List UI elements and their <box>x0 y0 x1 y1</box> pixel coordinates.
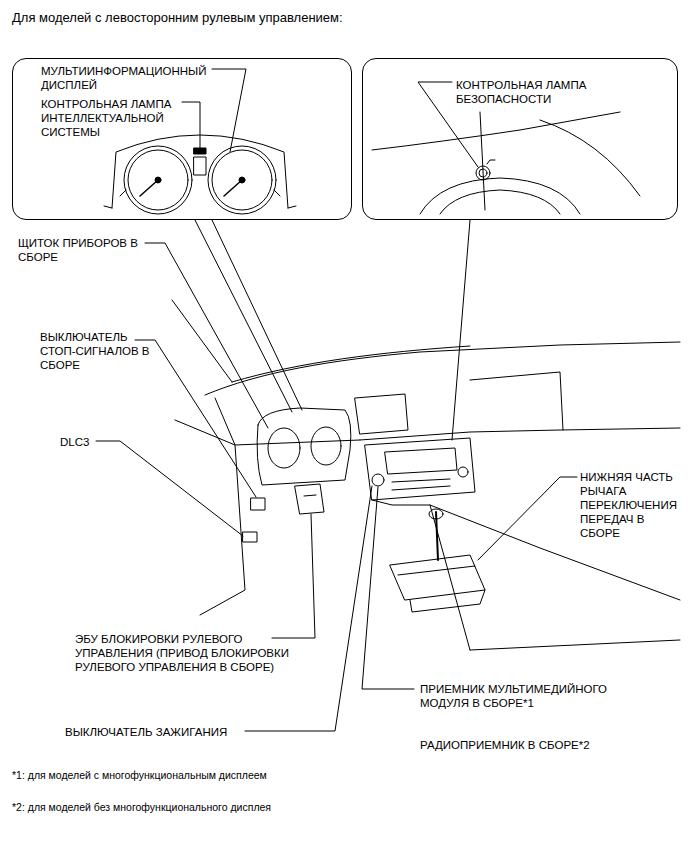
part-label: МУЛЬТИИНФОРМАЦИОННЫЙ ДИСПЛЕЙ <box>41 64 236 92</box>
illustration-line <box>304 495 316 496</box>
illustration-line <box>470 640 680 650</box>
illustration-line <box>476 166 490 180</box>
illustration-line <box>430 505 470 650</box>
illustration-line <box>440 190 560 214</box>
illustration-line <box>182 102 200 148</box>
illustration-line <box>268 428 300 468</box>
illustration-line <box>479 169 487 177</box>
illustration-line <box>245 486 372 731</box>
illustration-line <box>175 420 245 615</box>
part-label: ЩИТОК ПРИБОРОВ В СБОРЕ <box>18 236 153 264</box>
part-label: КОНТРОЛЬНАЯ ЛАМПА ИНТЕЛЛЕКТУАЛЬНОЙ СИСТЕ… <box>41 97 191 139</box>
console-closeup <box>372 112 640 214</box>
illustration-line <box>243 532 257 542</box>
illustration-line <box>470 372 563 430</box>
illustration-line <box>194 157 206 175</box>
illustration-line <box>540 120 640 196</box>
illustration-line <box>295 484 324 514</box>
illustration-line <box>372 474 384 486</box>
illustration-line <box>458 467 468 477</box>
illustration-line <box>311 427 341 465</box>
illustration-line <box>205 342 680 395</box>
illustration-line <box>272 514 315 638</box>
illustration-line <box>104 206 296 208</box>
illustration-line <box>212 69 246 152</box>
illustration-line <box>478 477 577 560</box>
diagram-title: Для моделей с левосторонним рулевым упра… <box>12 10 343 26</box>
illustration-line <box>135 340 256 497</box>
part-label: ВЫКЛЮЧАТЕЛЬ СТОП-СИГНАЛОВ В СБОРЕ <box>40 330 162 372</box>
illustration-line <box>480 112 485 210</box>
illustration-line <box>385 448 457 474</box>
illustration-line <box>398 566 485 612</box>
part-label: ПРИЕМНИК МУЛЬТИМЕДИЙНОГО МОДУЛЯ В СБОРЕ*… <box>420 682 635 710</box>
leader-line <box>182 69 478 167</box>
illustration-line <box>145 243 268 428</box>
part-label: РАДИОПРИЕМНИК В СБОРЕ*2 <box>420 738 645 752</box>
illustration-line <box>372 112 620 150</box>
illustration-line <box>429 509 443 519</box>
illustration-line <box>487 160 495 164</box>
inset-panel: КОНТРОЛЬНАЯ ЛАМПА БЕЗОПАСНОСТИ <box>362 58 678 220</box>
illustration-line <box>172 300 232 382</box>
illustration-line <box>452 220 470 440</box>
illustration-line <box>251 498 265 510</box>
illustration-line <box>392 479 450 490</box>
illustration-line <box>257 408 351 485</box>
illustration-line <box>96 441 243 536</box>
illustration-line <box>365 438 475 500</box>
illustration-line <box>420 178 580 214</box>
illustration-line <box>215 398 360 445</box>
inset-panel: МУЛЬТИИНФОРМАЦИОННЫЙ ДИСПЛЕЙ КОНТРОЛЬНАЯ … <box>12 58 352 220</box>
illustration-line <box>355 394 408 434</box>
illustration-line <box>362 487 414 689</box>
part-label: НИЖНЯЯ ЧАСТЬ РЫЧАГА ПЕРЕКЛЮЧЕНИЯ ПЕРЕДАЧ… <box>580 470 684 540</box>
part-label: КОНТРОЛЬНАЯ ЛАМПА БЕЗОПАСНОСТИ <box>456 78 606 106</box>
footnote: *1: для моделей с многофункциональным ди… <box>12 768 632 782</box>
illustration-line <box>212 220 302 410</box>
illustration-line <box>232 346 470 382</box>
inset-leader <box>195 220 470 440</box>
illustration-line <box>194 148 206 154</box>
illustration-line <box>390 555 485 600</box>
footnote: *2: для моделей без многофункционального… <box>12 800 632 814</box>
part-label: DLC3 <box>60 435 120 449</box>
part-label: ВЫКЛЮЧАТЕЛЬ ЗАЖИГАНИЯ <box>65 725 290 739</box>
illustration-line <box>140 180 242 196</box>
part-label: ЭБУ БЛОКИРОВКИ РУЛЕВОГО УПРАВЛЕНИЯ (ПРИВ… <box>75 632 320 674</box>
illustration-line <box>120 190 280 196</box>
